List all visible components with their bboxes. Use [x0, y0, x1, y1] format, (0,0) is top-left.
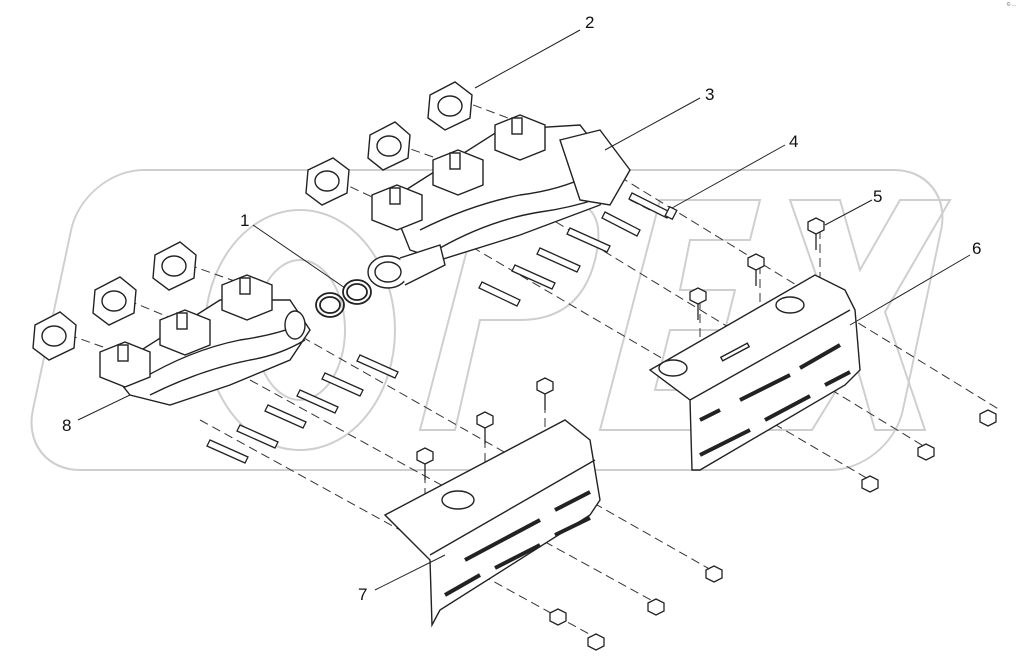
gasket-upper-1 — [427, 81, 473, 131]
bolt-lower-b — [476, 411, 494, 444]
port-lower-2 — [159, 309, 211, 356]
callout-1: 1 — [240, 211, 250, 230]
leader-lines — [77, 29, 971, 591]
port-upper-2 — [432, 149, 484, 196]
callout-4: 4 — [789, 132, 799, 151]
callout-8: 8 — [62, 416, 72, 435]
bolt-lower-a — [536, 377, 554, 410]
upper-exhaust-manifold — [305, 81, 631, 289]
corner-tag: © ... — [1006, 2, 1016, 8]
callout-7: 7 — [358, 585, 368, 604]
seal-rings — [315, 279, 372, 318]
shield-bolts — [416, 217, 825, 480]
bolt-5c — [689, 287, 707, 320]
port-upper-1 — [494, 114, 546, 161]
port-lower-1 — [221, 274, 273, 321]
gasket-lower-2 — [92, 276, 137, 326]
callout-2: 2 — [585, 13, 595, 32]
callout-3: 3 — [705, 85, 715, 104]
bolt-5a — [807, 217, 825, 250]
port-lower-3 — [99, 341, 151, 388]
gasket-upper-2 — [367, 121, 411, 171]
heat-shield-upper — [648, 274, 861, 471]
port-upper-3 — [371, 184, 423, 231]
gasket-upper-3 — [305, 157, 350, 206]
bolt-5b — [747, 253, 765, 286]
callout-6: 6 — [972, 239, 982, 258]
bolt-lower-c — [416, 447, 434, 480]
callout-5: 5 — [873, 187, 883, 206]
lower-exhaust-manifold — [32, 241, 311, 406]
heat-shield-lower — [383, 419, 601, 628]
gasket-lower-1 — [152, 241, 197, 291]
nuts — [549, 409, 997, 651]
long-bolts — [206, 192, 678, 464]
gasket-lower-3 — [32, 311, 77, 361]
